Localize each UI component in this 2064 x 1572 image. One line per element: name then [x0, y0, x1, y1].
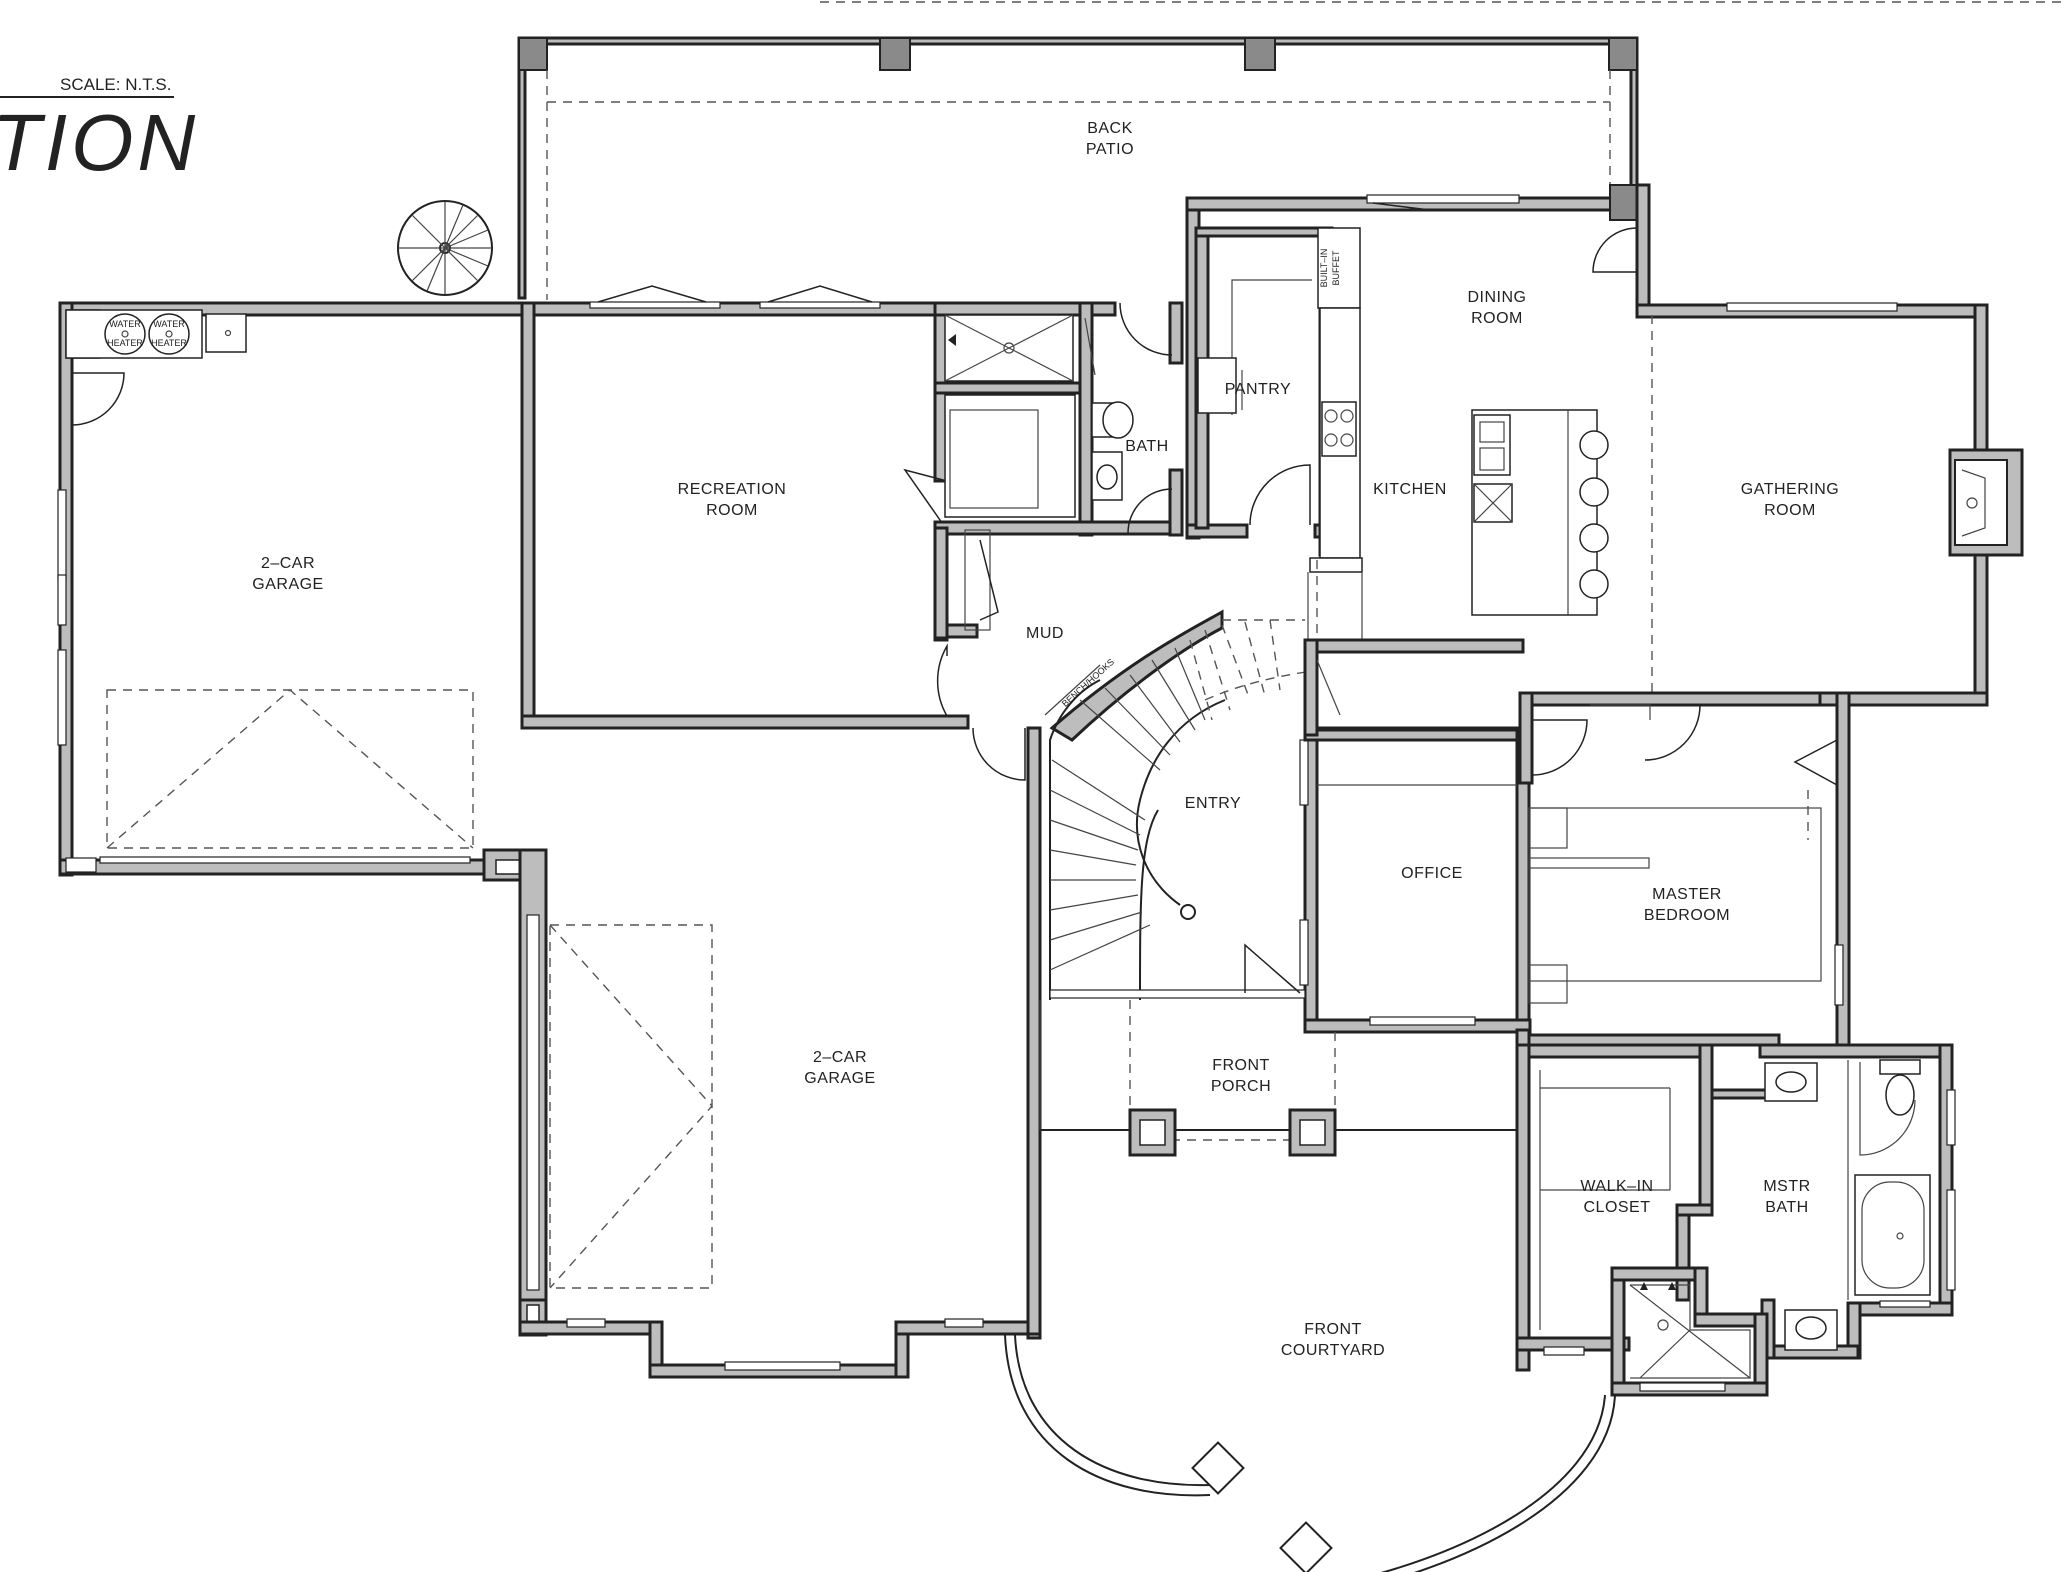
garage-center-label: 2–CAR GARAGE — [804, 1049, 875, 1087]
garage-center-walls — [482, 726, 1517, 1379]
svg-text:WALK–IN: WALK–IN — [1580, 1178, 1653, 1195]
svg-text:ROOM: ROOM — [706, 502, 758, 519]
svg-text:PATIO: PATIO — [1086, 141, 1134, 158]
svg-text:GARAGE: GARAGE — [252, 576, 323, 593]
svg-text:ROOM: ROOM — [1764, 502, 1816, 519]
svg-text:KITCHEN: KITCHEN — [1373, 481, 1447, 498]
recreation-room-label: RECREATION ROOM — [678, 481, 787, 519]
bath-area — [933, 301, 1184, 537]
svg-text:HEATER: HEATER — [107, 338, 143, 348]
svg-text:2–CAR: 2–CAR — [261, 555, 315, 572]
office-walls — [1303, 638, 1532, 1037]
front-courtyard-wall — [1004, 1334, 1616, 1572]
kitchen-dining-walls: BUILT–IN BUFFET — [1185, 183, 1651, 660]
front-courtyard-label: FRONT COURTYARD — [1281, 1321, 1385, 1359]
svg-text:PANTRY: PANTRY — [1225, 381, 1291, 398]
garage-left-door-outline — [106, 689, 474, 849]
gathering-room-label: GATHERING ROOM — [1741, 481, 1839, 519]
svg-text:BEDROOM: BEDROOM — [1644, 907, 1730, 924]
scale-label: SCALE: N.T.S. — [60, 75, 171, 94]
svg-text:MUD: MUD — [1026, 625, 1064, 642]
svg-text:WATER: WATER — [109, 319, 141, 329]
built-in-buffet-label-2: BUFFET — [1331, 250, 1341, 286]
svg-text:CLOSET: CLOSET — [1583, 1199, 1650, 1216]
mud-label: MUD — [1026, 625, 1064, 642]
master-shower — [1610, 1266, 1769, 1397]
recreation-closet-door[interactable] — [903, 468, 948, 531]
svg-text:OFFICE: OFFICE — [1401, 865, 1463, 882]
office-label: OFFICE — [1401, 865, 1463, 882]
svg-text:COURTYARD: COURTYARD — [1281, 1342, 1385, 1359]
svg-text:FRONT: FRONT — [1212, 1057, 1270, 1074]
mstr-bath-label: MSTR BATH — [1763, 1178, 1810, 1216]
svg-text:BATH: BATH — [1125, 438, 1168, 455]
walk-in-closet-label: WALK–IN CLOSET — [1580, 1178, 1653, 1216]
garage-mud-door[interactable] — [972, 727, 1026, 781]
svg-text:ENTRY: ENTRY — [1185, 795, 1241, 812]
svg-text:FRONT: FRONT — [1304, 1321, 1362, 1338]
svg-text:GATHERING: GATHERING — [1741, 481, 1839, 498]
svg-text:BACK: BACK — [1087, 120, 1133, 137]
dining-room-label: DINING ROOM — [1468, 289, 1527, 327]
mud-room-walls — [933, 526, 1026, 781]
svg-text:ROOM: ROOM — [1471, 310, 1523, 327]
garage-side-door-swing[interactable] — [71, 372, 125, 426]
svg-text:RECREATION: RECREATION — [678, 481, 787, 498]
pantry-door[interactable] — [1249, 464, 1311, 526]
entry-walls — [1026, 560, 1525, 1340]
water-heater-1: WATER HEATER — [104, 313, 146, 355]
garage-left-walls — [57, 301, 538, 877]
bath-label: BATH — [1125, 438, 1168, 455]
svg-text:2–CAR: 2–CAR — [813, 1049, 867, 1066]
master-bedroom-label: MASTER BEDROOM — [1644, 886, 1730, 924]
kitchen-island — [1471, 409, 1609, 616]
garage-left-label: 2–CAR GARAGE — [252, 555, 323, 593]
svg-text:GARAGE: GARAGE — [804, 1070, 875, 1087]
water-heater-2: WATER HEATER — [148, 313, 190, 355]
svg-text:WATER: WATER — [153, 319, 185, 329]
built-in-buffet-label-1: BUILT–IN — [1319, 249, 1329, 288]
svg-text:MSTR: MSTR — [1763, 1178, 1810, 1195]
main-stair: BENCH/HOOKS — [1044, 609, 1306, 1001]
front-door[interactable] — [1244, 943, 1301, 994]
svg-text:MASTER: MASTER — [1652, 886, 1722, 903]
svg-text:DINING: DINING — [1468, 289, 1527, 306]
master-suite-walls — [1515, 1043, 1956, 1360]
svg-text:HEATER: HEATER — [151, 338, 187, 348]
pantry-label: PANTRY — [1225, 381, 1291, 398]
back-patio-outline — [517, 36, 1639, 300]
svg-text:PORCH: PORCH — [1211, 1078, 1271, 1095]
mud-door[interactable] — [936, 643, 948, 717]
front-porch — [1128, 1000, 1337, 1157]
entry-label: ENTRY — [1185, 795, 1241, 812]
svg-text:BATH: BATH — [1765, 1199, 1808, 1216]
back-patio-label: BACK PATIO — [1086, 120, 1134, 158]
kitchen-label: KITCHEN — [1373, 481, 1447, 498]
spiral-stair — [397, 200, 493, 296]
front-porch-label: FRONT PORCH — [1211, 1057, 1271, 1095]
plan-title-fragment: TION — [0, 98, 199, 187]
